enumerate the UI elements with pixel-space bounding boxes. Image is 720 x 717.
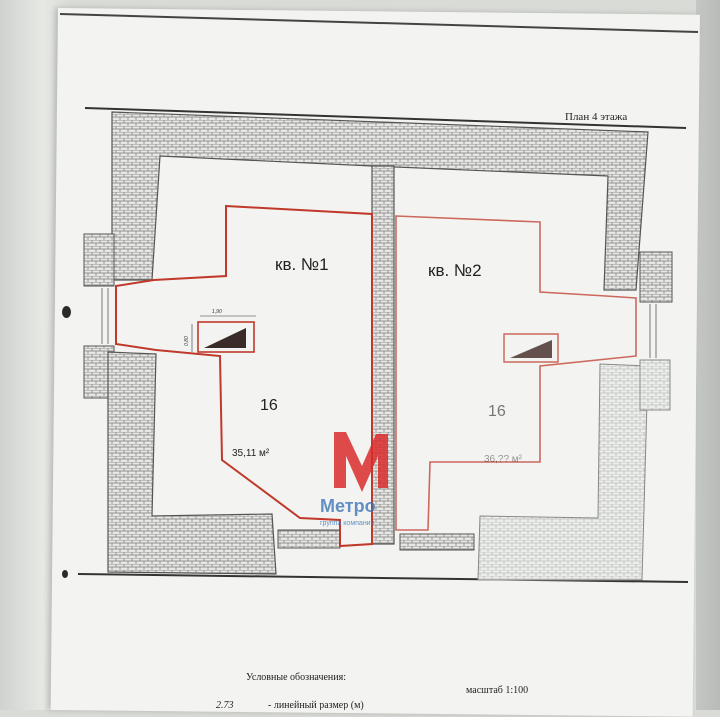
wall-threshold-left <box>277 529 341 549</box>
metro-logo-mark <box>334 432 388 492</box>
wall-threshold-right <box>399 533 475 551</box>
legend-sample-value: 2.73 <box>216 700 234 710</box>
footer-line <box>77 573 689 583</box>
watermark-subtitle: группа компаний <box>320 519 375 527</box>
apartment-1-label: кв. №1 <box>275 255 329 274</box>
punch-hole <box>62 570 68 578</box>
apartment-1-room-number: 16 <box>260 397 278 414</box>
exterior-walls <box>83 111 673 581</box>
legend-sample-text: - линейный размер (м) <box>268 700 364 710</box>
apartment-2-outline <box>395 215 637 531</box>
plan-title: План 4 этажа <box>565 111 627 123</box>
wall-right-upper <box>639 251 673 303</box>
watermark-brand: Метро <box>320 496 376 516</box>
header-line <box>84 107 687 129</box>
apartment-2-label: кв. №2 <box>428 261 482 280</box>
apartment-2-area: 36,?? м² <box>484 454 523 465</box>
desk-background-right <box>696 0 720 710</box>
wall-bottom-left <box>107 351 277 575</box>
metro-logo: Метро группа компаний <box>320 432 388 527</box>
legend-heading: Условные обозначения: <box>246 672 346 683</box>
wall-left-upper <box>83 233 115 287</box>
page-frame-top <box>59 13 699 33</box>
skylight-1 <box>191 315 256 353</box>
apartment-1-outline <box>115 204 373 548</box>
wall-bottom-right <box>477 363 649 581</box>
apartment-1-area: 35,11 м² <box>232 448 270 459</box>
window-width-label: 1,90 <box>212 309 222 315</box>
wall-top <box>111 111 649 291</box>
skylight-2 <box>503 333 559 363</box>
wall-right-lower <box>639 359 671 411</box>
punch-hole <box>62 306 71 318</box>
apartment-2-room-number: 16 <box>488 403 506 420</box>
legend-scale: масштаб 1:100 <box>466 685 528 696</box>
windows <box>101 288 657 358</box>
window-height-label: 0,80 <box>184 336 190 346</box>
